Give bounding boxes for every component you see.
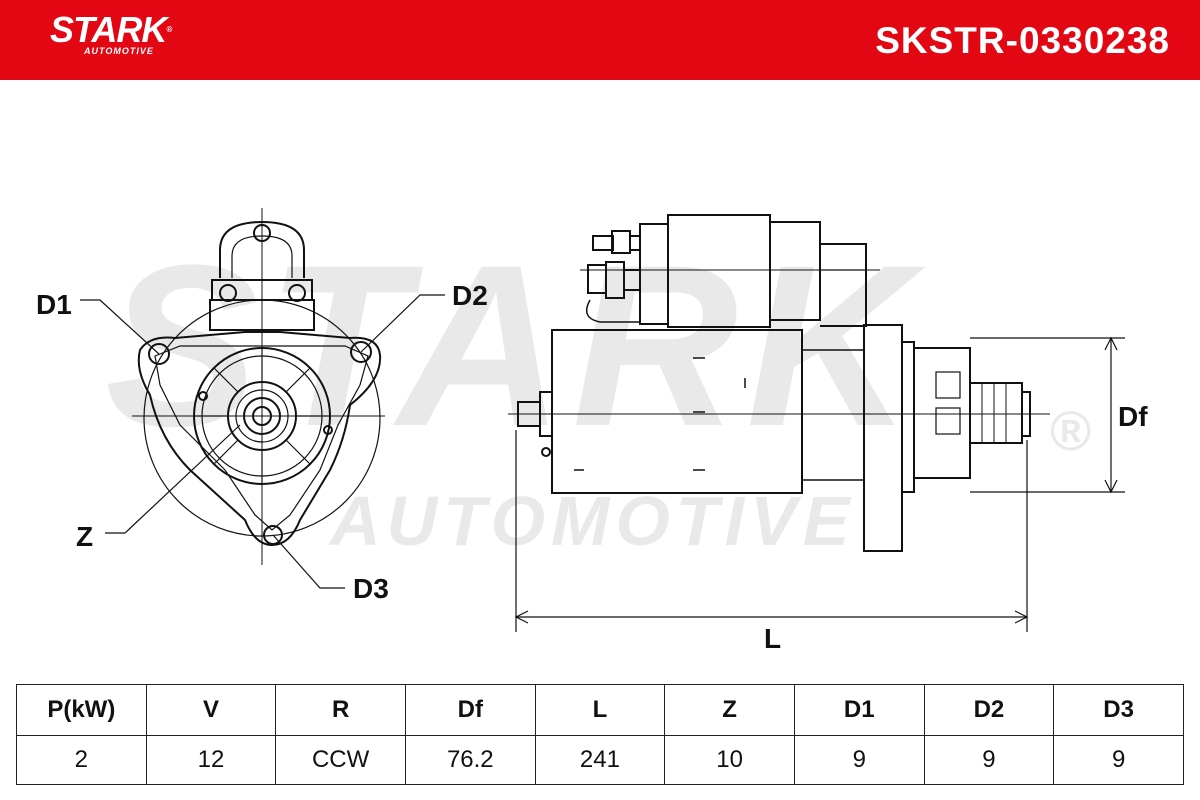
specs-header-row: P(kW) V R Df L Z D1 D2 D3 bbox=[16, 684, 1184, 736]
specs-value-row: 2 12 CCW 76.2 241 10 9 9 9 bbox=[16, 735, 1184, 785]
label-df: Df bbox=[1118, 401, 1148, 432]
side-view bbox=[508, 214, 1050, 552]
label-d3: D3 bbox=[353, 573, 389, 604]
header-bar: STARK® AUTOMOTIVE SKSTR-0330238 bbox=[0, 0, 1200, 80]
header-cell: D1 bbox=[793, 684, 925, 736]
value-cell: 241 bbox=[534, 735, 666, 785]
registered-mark: ® bbox=[166, 25, 172, 34]
label-d2: D2 bbox=[452, 280, 488, 311]
brand-subtitle: AUTOMOTIVE bbox=[84, 46, 154, 56]
dimension-lines bbox=[514, 336, 1125, 632]
value-cell: 12 bbox=[145, 735, 277, 785]
front-view bbox=[132, 208, 385, 565]
value-cell: 9 bbox=[1053, 735, 1184, 785]
label-z: Z bbox=[76, 521, 93, 552]
label-l: L bbox=[764, 623, 781, 654]
value-cell: CCW bbox=[275, 735, 406, 785]
header-cell: P(kW) bbox=[16, 684, 147, 736]
part-number: SKSTR-0330238 bbox=[875, 20, 1170, 61]
watermark: STARK AUTOMOTIVE ® bbox=[105, 217, 1091, 560]
brand-name: STARK bbox=[50, 9, 167, 50]
header-cell: Z bbox=[664, 684, 795, 736]
header-cell: V bbox=[145, 684, 277, 736]
value-cell: 2 bbox=[16, 735, 147, 785]
specs-table: P(kW) V R Df L Z D1 D2 D3 2 12 CCW 76.2 … bbox=[16, 684, 1184, 785]
value-cell: 9 bbox=[793, 735, 925, 785]
value-cell: 9 bbox=[923, 735, 1055, 785]
header-cell: D3 bbox=[1053, 684, 1184, 736]
value-cell: 10 bbox=[664, 735, 795, 785]
leader-lines bbox=[80, 294, 445, 589]
technical-drawing: STARK AUTOMOTIVE ® bbox=[36, 208, 1148, 654]
label-d1: D1 bbox=[36, 289, 72, 320]
watermark-registered: ® bbox=[1050, 399, 1091, 462]
watermark-automotive: AUTOMOTIVE bbox=[328, 482, 855, 560]
header-cell: R bbox=[275, 684, 406, 736]
header-cell: L bbox=[534, 684, 666, 736]
header-cell: D2 bbox=[923, 684, 1055, 736]
brand-logo: STARK® AUTOMOTIVE bbox=[50, 9, 172, 57]
value-cell: 76.2 bbox=[404, 735, 536, 785]
header-cell: Df bbox=[404, 684, 536, 736]
